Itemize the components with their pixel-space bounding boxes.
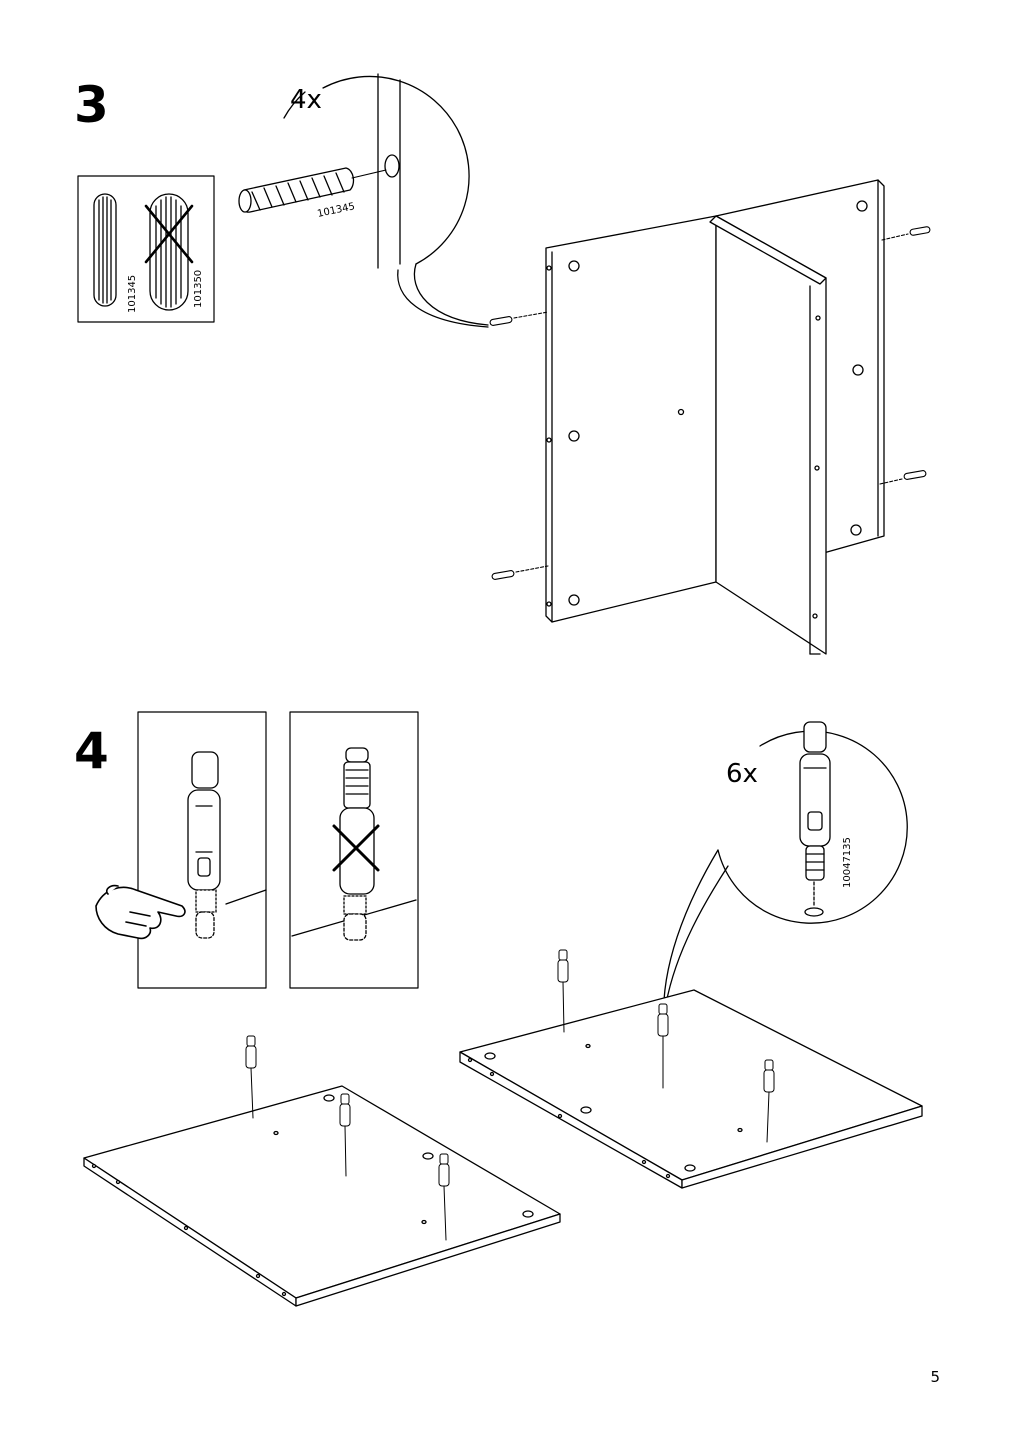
step-3-number: 3 [74,76,109,134]
wrong-dowel-code: 101350 [193,270,204,308]
cross-icon [332,824,380,872]
bolt-icon [187,751,221,939]
correct-dowel-icon [93,193,117,307]
bolt-icon [339,747,375,941]
correct-dowel-code: 101345 [127,275,138,313]
bolt-quantity: 6x [726,759,758,789]
bolt-icon [799,721,831,917]
wrong-bolt-box [289,711,419,989]
cross-icon [144,204,194,264]
bolt-detail-circle [663,721,908,1005]
left-board-bolts [245,1035,450,1241]
cabinet-panels [545,179,885,655]
dowel-quantity: 4x [290,85,322,115]
cabinet-dowels [489,226,931,580]
bolt-code: 10047135 [842,837,853,888]
right-board [459,989,923,1189]
correct-bolt-box [95,711,267,989]
right-board-bolts [557,949,775,1143]
step-4-number: 4 [74,722,109,780]
dowel-icon [238,167,355,213]
cam-holes [546,200,868,619]
page-number: 5 [930,1368,940,1386]
dowel-detail-circle [238,73,489,328]
dowel-code: 101345 [316,201,356,220]
dowel-comparison-box: 101345 101350 [77,175,215,323]
left-board [83,1085,561,1307]
pointing-hand-icon [95,884,186,940]
